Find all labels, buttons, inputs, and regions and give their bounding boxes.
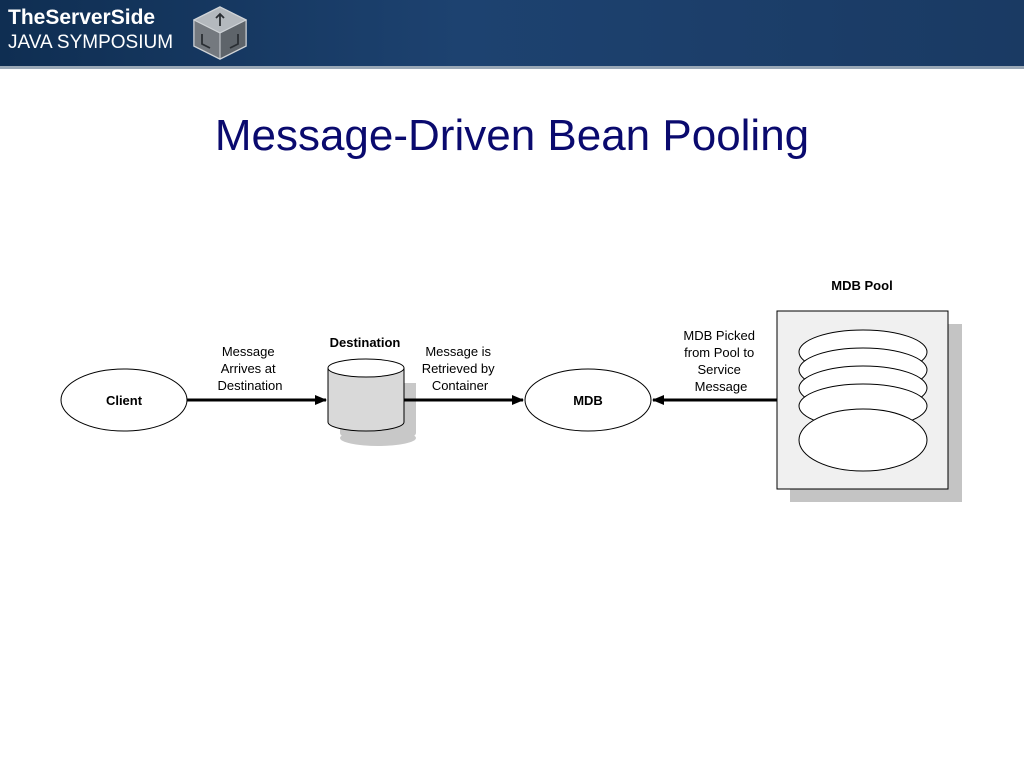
brand-name: TheServerSide (8, 6, 156, 29)
edge-label-arrives: Message Arrives at Destination (217, 344, 282, 393)
mdb-node: MDB (524, 368, 652, 432)
mdb-pool: MDB Pool (776, 278, 962, 502)
destination-label: Destination (330, 335, 401, 350)
brand-subtitle: JAVA SYMPOSIUM (8, 32, 174, 53)
header-bar: TheServerSide JAVA SYMPOSIUM (0, 0, 1024, 66)
client-label: Client (106, 393, 143, 408)
pooled-mdb-stack (798, 329, 928, 472)
slide-title: Message-Driven Bean Pooling (214, 111, 810, 160)
destination-node: Destination (327, 335, 416, 446)
mdb-label: MDB (573, 393, 603, 408)
cube-logo-icon (192, 6, 248, 60)
client-node: Client (60, 368, 188, 432)
edge-label-retrieved: Message is Retrieved by Container (422, 344, 499, 393)
header-rule (0, 66, 1024, 69)
mdb-pool-label: MDB Pool (831, 278, 892, 293)
edge-label-picked: MDB Picked from Pool to Service Message (683, 328, 758, 394)
